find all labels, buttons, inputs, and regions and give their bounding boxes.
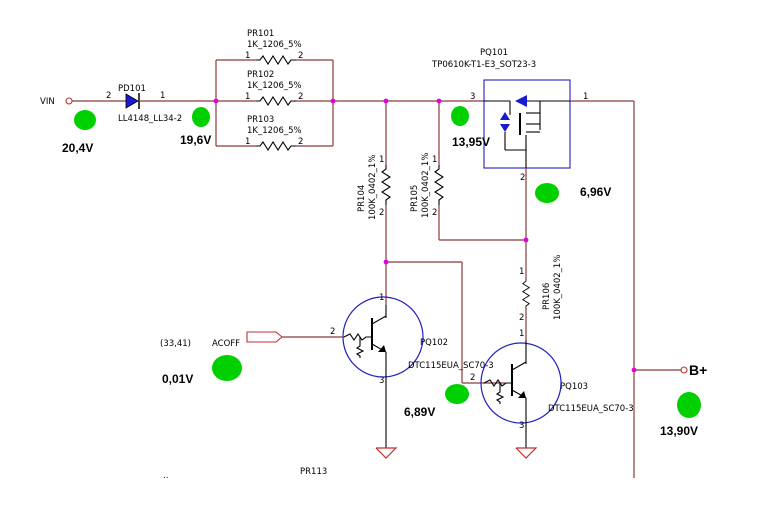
pq102-value: DTC115EUA_SC70-3 bbox=[408, 361, 494, 371]
marker-gate bbox=[535, 183, 559, 203]
pr103-ref: PR103 bbox=[247, 115, 274, 125]
pq103-pin-e: 3 bbox=[519, 421, 524, 431]
reading-bplus: 13,90V bbox=[660, 424, 698, 438]
pr101-pin2: 2 bbox=[298, 51, 303, 61]
bplus-label: B+ bbox=[689, 362, 707, 378]
pr113-ref: PR113 bbox=[300, 467, 327, 477]
reading-gate: 6,96V bbox=[580, 185, 611, 199]
pr103-pin1: 1 bbox=[245, 137, 250, 147]
parallel-resistors: PR101 1K_1206_5% 1 2 PR102 1K_1206_5% 1 … bbox=[215, 29, 334, 151]
pr102-pin1: 1 bbox=[245, 92, 250, 102]
pr102-ref: PR102 bbox=[247, 70, 274, 80]
pr101-value: 1K_1206_5% bbox=[247, 40, 302, 50]
marker-acoff bbox=[212, 355, 242, 381]
marker-diode-out bbox=[192, 107, 210, 127]
pd101-ref: PD101 bbox=[118, 84, 146, 94]
pq102-pin-e: 3 bbox=[379, 376, 384, 386]
pq101-pin-d: 1 bbox=[583, 92, 588, 102]
pr105-ref: PR105 bbox=[410, 185, 420, 212]
pr105-pin2: 2 bbox=[432, 208, 437, 218]
pq101-pin-g: 2 bbox=[520, 173, 525, 183]
pq101-body bbox=[483, 79, 571, 169]
pq101-pin-s: 3 bbox=[470, 92, 475, 102]
measurement-markers bbox=[74, 106, 701, 418]
reading-source: 13,95V bbox=[452, 135, 490, 149]
pq102-pin-c: 1 bbox=[379, 293, 384, 303]
pr102-value: 1K_1206_5% bbox=[247, 81, 302, 91]
junction-dots bbox=[213, 98, 637, 373]
pr106-value: 100K_0402_1% bbox=[553, 255, 563, 320]
resistor-pr105: 1 2 PR105 100K_0402_1% bbox=[410, 101, 444, 240]
vin-label: VIN bbox=[40, 97, 55, 107]
pr101-ref: PR101 bbox=[247, 29, 274, 39]
acoff-port bbox=[246, 331, 283, 343]
dots-label: .. bbox=[163, 471, 168, 481]
reading-diode-out: 19,6V bbox=[180, 133, 211, 147]
pq103-pin-c: 1 bbox=[519, 329, 524, 339]
marker-source bbox=[451, 106, 469, 126]
transistor-pq102: 2 1 3 PQ102 DTC115EUA_SC70-3 bbox=[282, 293, 494, 448]
ground-pq102 bbox=[375, 447, 398, 459]
pd101-value: LL4148_LL34-2 bbox=[118, 114, 182, 124]
pq103-pin-b: 2 bbox=[470, 373, 475, 383]
pq103-body bbox=[480, 342, 562, 424]
pr104-pin1: 1 bbox=[379, 155, 384, 165]
pr104-ref: PR104 bbox=[357, 185, 367, 212]
pq102-ref: PQ102 bbox=[420, 338, 448, 348]
resistor-pr106: 1 2 PR106 100K_0402_1% bbox=[519, 255, 563, 340]
pr102-pin2: 2 bbox=[298, 92, 303, 102]
pd101-pin-a: 2 bbox=[106, 91, 111, 101]
pq102-pin-b: 2 bbox=[330, 327, 335, 337]
pq103-ref: PQ103 bbox=[560, 382, 588, 392]
diode-pd101: PD101 2 1 LL4148_LL34-2 bbox=[106, 84, 216, 124]
pq101-value: TP0610K-T1-E3_SOT23-3 bbox=[431, 60, 536, 70]
pq101-ref: PQ101 bbox=[480, 48, 508, 58]
pr106-pin2: 2 bbox=[519, 313, 524, 323]
marker-base bbox=[445, 384, 469, 404]
reading-base: 6,89V bbox=[404, 405, 435, 419]
acoff-label: ACOFF bbox=[212, 339, 240, 349]
vin-net: VIN bbox=[40, 97, 126, 107]
pr105-pin1: 1 bbox=[432, 155, 437, 165]
marker-vin bbox=[74, 110, 96, 130]
pr104-pin2: 2 bbox=[379, 208, 384, 218]
body-diode bbox=[515, 95, 527, 107]
transistor-pq103: 2 1 3 PQ103 DTC115EUA_SC70-3 bbox=[470, 329, 634, 448]
ground-pq103 bbox=[515, 447, 538, 459]
pq103-value: DTC115EUA_SC70-3 bbox=[548, 404, 634, 414]
pr106-ref: PR106 bbox=[542, 283, 552, 310]
pr103-pin2: 2 bbox=[298, 137, 303, 147]
acoff-ref: (33,41) bbox=[160, 339, 191, 349]
pr106-pin1: 1 bbox=[519, 267, 524, 277]
pr104-value: 100K_0402_1% bbox=[368, 155, 378, 220]
pr105-value: 100K_0402_1% bbox=[421, 153, 431, 218]
reading-vin: 20,4V bbox=[62, 141, 93, 155]
mosfet-pq101: PQ101 TP0610K-T1-E3_SOT23-3 3 1 2 bbox=[431, 48, 588, 183]
bplus-terminal bbox=[680, 366, 688, 374]
diode-triangle bbox=[125, 93, 139, 109]
reading-acoff: 0,01V bbox=[162, 372, 193, 386]
acoff-net: (33,41) ACOFF bbox=[160, 331, 283, 349]
marker-bplus bbox=[677, 392, 701, 418]
pr101-pin1: 1 bbox=[245, 51, 250, 61]
pd101-pin-k: 1 bbox=[160, 91, 165, 101]
vin-terminal bbox=[65, 97, 73, 105]
resistor-pr104: 1 2 PR104 100K_0402_1% bbox=[357, 101, 391, 305]
pr103-value: 1K_1206_5% bbox=[247, 126, 302, 136]
